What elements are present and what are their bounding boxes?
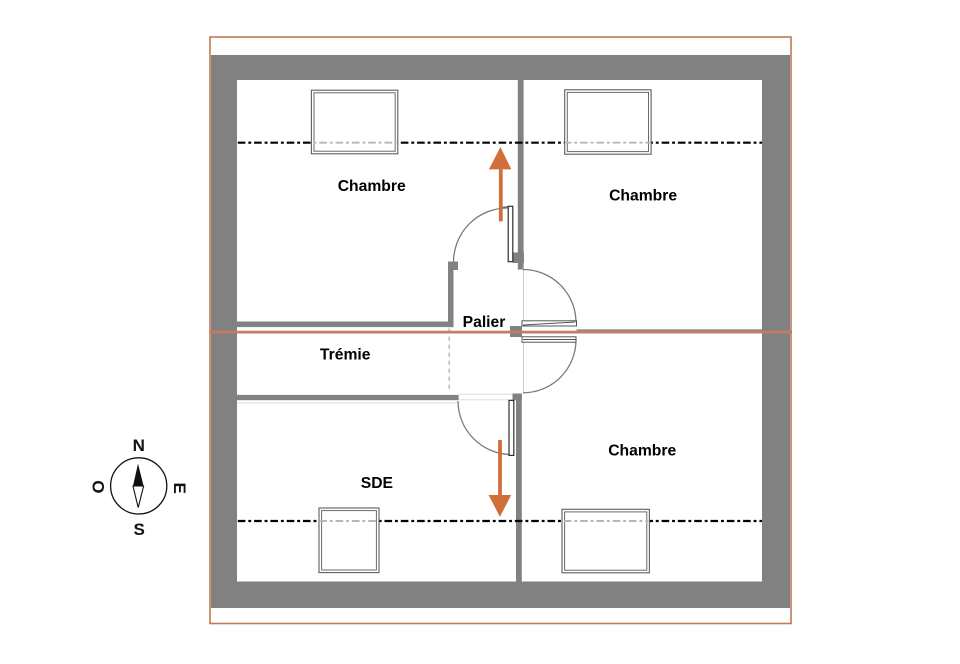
svg-text:Chambre: Chambre — [609, 188, 677, 205]
svg-text:N: N — [133, 436, 145, 455]
svg-text:Trémie: Trémie — [320, 346, 371, 363]
svg-text:E: E — [170, 483, 189, 494]
svg-text:O: O — [88, 480, 107, 493]
svg-text:SDE: SDE — [361, 475, 393, 492]
svg-text:Chambre: Chambre — [608, 443, 676, 460]
svg-text:Palier: Palier — [463, 314, 506, 331]
svg-text:Chambre: Chambre — [338, 178, 406, 195]
svg-text:S: S — [134, 520, 145, 539]
